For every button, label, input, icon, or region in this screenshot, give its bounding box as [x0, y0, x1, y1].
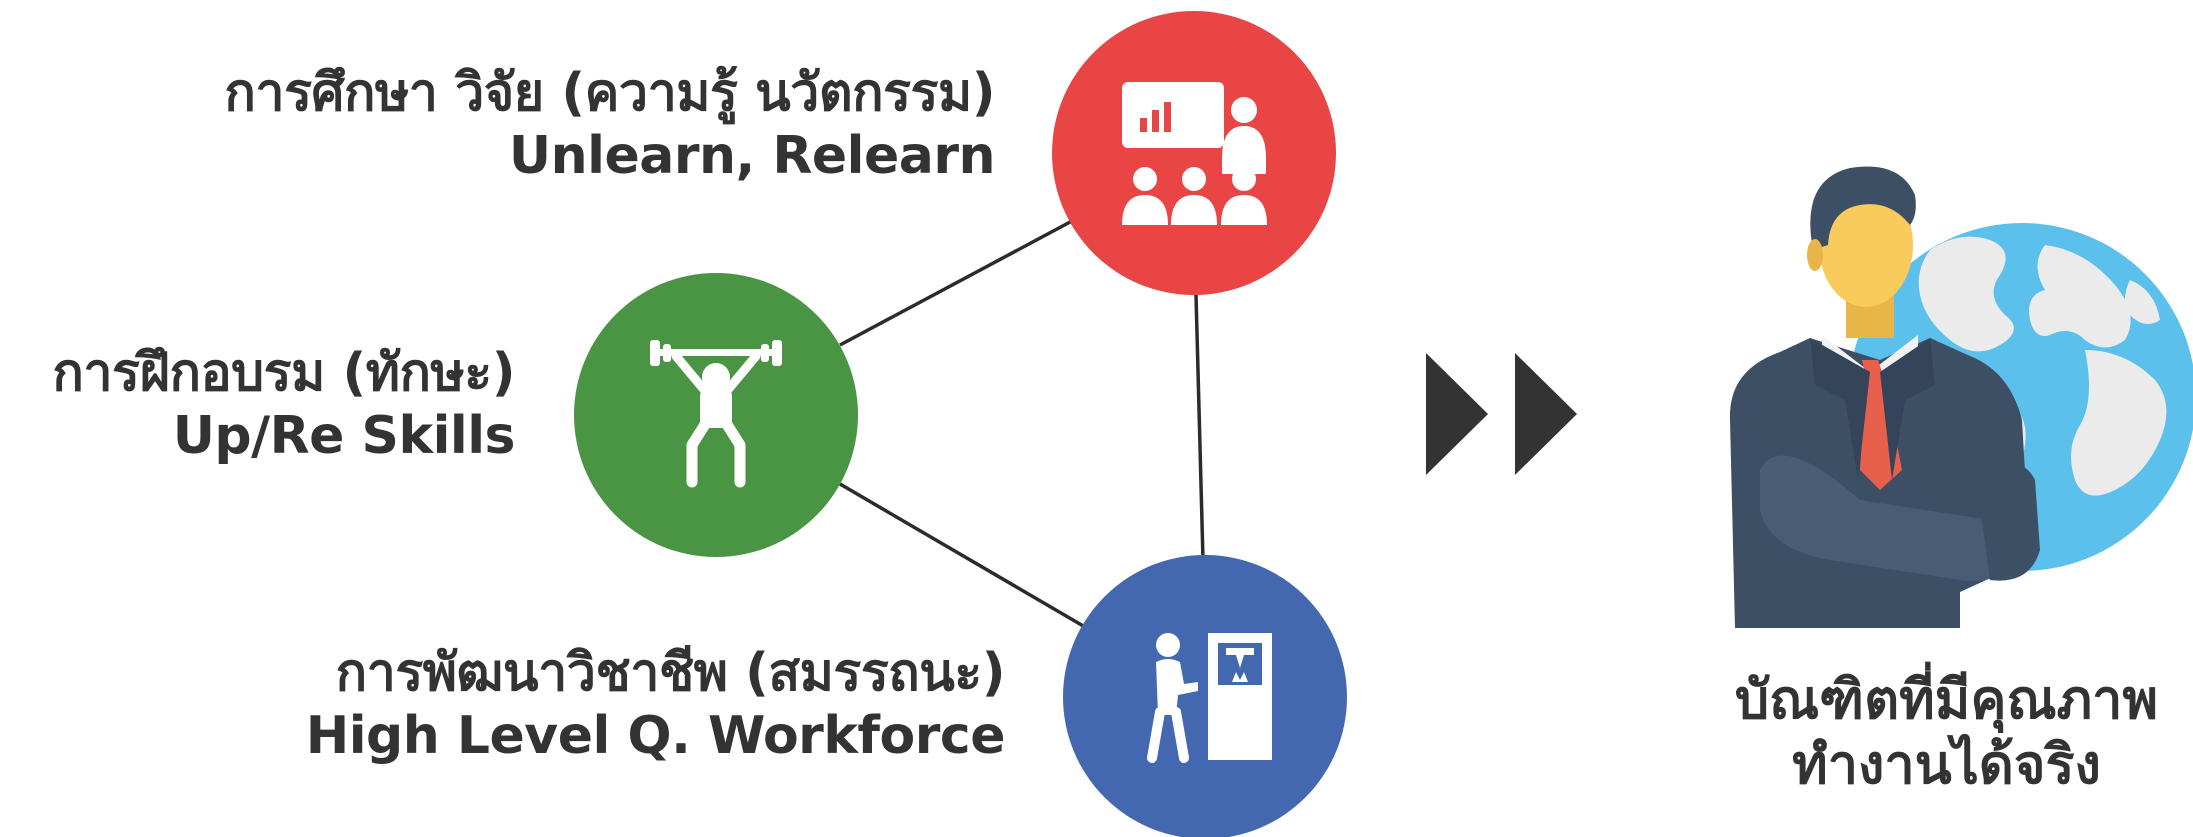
connector-lines [839, 219, 1205, 629]
outcome-label: บัณฑิตที่มีคุณภาพ ทำงานได้จริง [1700, 668, 2193, 798]
research-subtitle: Unlearn, Relearn [508, 126, 996, 187]
research-label: การศึกษา วิจัย (ความรู้ นวัตกรรม) Unlear… [60, 62, 995, 189]
career-circle [1063, 555, 1347, 837]
career-node [1063, 555, 1347, 837]
training-title: การฝึกอบรม (ทักษะ) [52, 343, 515, 403]
research-node [1052, 11, 1336, 295]
connector-research-training [839, 219, 1073, 347]
double-chevron-right-icon [1426, 353, 1577, 475]
connector-training-career [839, 482, 1086, 629]
training-label: การฝึกอบรม (ทักษะ) Up/Re Skills [0, 342, 515, 469]
businessman-globe-icon [1729, 166, 2193, 628]
training-node [574, 273, 858, 557]
research-title: การศึกษา วิจัย (ความรู้ นวัตกรรม) [224, 63, 995, 123]
chevron-1 [1426, 353, 1488, 475]
chevron-2 [1515, 353, 1577, 475]
career-label: การพัฒนาวิชาชีพ (สมรรถนะ) High Level Q. … [160, 642, 1006, 769]
connector-research-career [1194, 294, 1205, 561]
training-subtitle: Up/Re Skills [172, 406, 516, 467]
research-circle [1052, 11, 1336, 295]
outcome-line-1: บัณฑิตที่มีคุณภาพ [1734, 668, 2159, 731]
career-title: การพัฒนาวิชาชีพ (สมรรถนะ) [335, 643, 1006, 703]
career-subtitle: High Level Q. Workforce [305, 706, 1006, 767]
presentation-icon [1122, 82, 1267, 225]
outcome-line-2: ทำงานได้จริง [1792, 732, 2101, 796]
weightlifter-icon [650, 340, 782, 488]
worker-machine-icon [1147, 633, 1272, 763]
